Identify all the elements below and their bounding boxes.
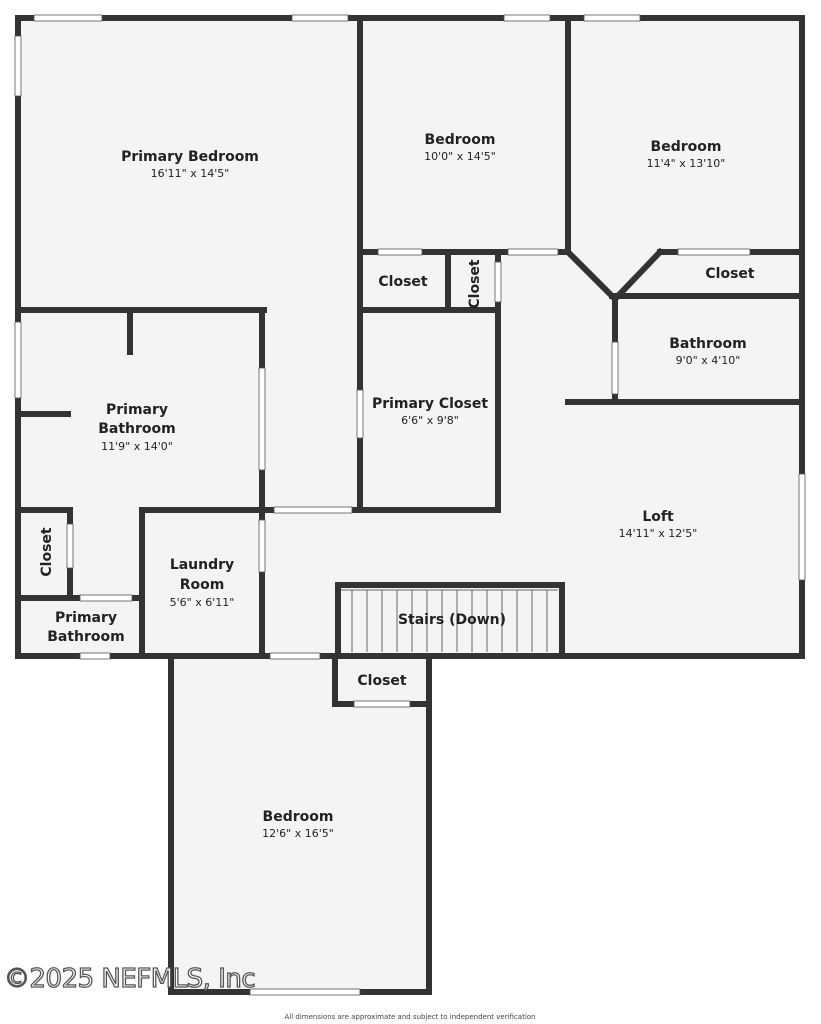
doorway: [507, 248, 559, 256]
doorway: [273, 506, 353, 514]
doorway: [494, 261, 502, 303]
doorway: [353, 700, 411, 708]
doorway: [377, 248, 423, 256]
window: [291, 14, 349, 22]
doorway: [79, 594, 133, 602]
room-dims-primary-closet: 6'6" x 9'8": [401, 414, 459, 427]
room-name-primary-bathroom-small-line1: Primary: [55, 610, 117, 626]
doorway: [356, 389, 364, 439]
watermark-text: ©2025 NEFMLS, Inc: [4, 964, 255, 994]
room-name-closet-left: Closet: [39, 527, 55, 577]
window: [583, 14, 641, 22]
room-name-primary-bathroom-line2: Bathroom: [98, 421, 176, 437]
room-name-stairs: Stairs (Down): [398, 612, 506, 628]
room-labels: Primary Bedroom 16'11" x 14'5" Bedroom 1…: [39, 132, 755, 840]
floor-area: [18, 18, 802, 992]
room-name-primary-closet: Primary Closet: [372, 396, 488, 412]
room-name-primary-bedroom: Primary Bedroom: [121, 149, 259, 165]
stairs-treads: [338, 589, 558, 652]
openings: [14, 14, 806, 996]
window: [249, 988, 361, 996]
room-name-closet-lower: Closet: [357, 673, 407, 689]
room-dims-bedroom-top-right: 11'4" x 13'10": [647, 157, 726, 170]
doorway: [258, 519, 266, 573]
room-dims-primary-bathroom: 11'9" x 14'0": [101, 440, 173, 453]
room-name-primary-bathroom-small-line2: Bathroom: [47, 629, 125, 645]
room-name-primary-bathroom-line1: Primary: [106, 402, 168, 418]
doorway: [677, 248, 751, 256]
window: [33, 14, 103, 22]
window: [798, 473, 806, 581]
doorway: [269, 652, 321, 660]
room-name-bedroom-top-right: Bedroom: [651, 139, 722, 155]
room-name-closet-right: Closet: [705, 266, 755, 282]
room-name-closet-vertical: Closet: [467, 259, 483, 309]
room-name-bedroom-bottom: Bedroom: [263, 809, 334, 825]
room-dims-loft: 14'11" x 12'5": [619, 527, 698, 540]
room-name-bedroom-top-middle: Bedroom: [425, 132, 496, 148]
room-name-loft: Loft: [642, 509, 674, 525]
room-dims-laundry: 5'6" x 6'11": [170, 596, 235, 609]
room-dims-bedroom-top-middle: 10'0" x 14'5": [424, 150, 496, 163]
room-name-laundry-line1: Laundry: [170, 557, 234, 573]
room-dims-primary-bedroom: 16'11" x 14'5": [151, 167, 230, 180]
room-dims-bedroom-bottom: 12'6" x 16'5": [262, 827, 334, 840]
room-name-laundry-line2: Room: [180, 577, 225, 593]
doorway: [66, 523, 74, 569]
window: [503, 14, 551, 22]
window: [79, 652, 111, 660]
room-name-closet-center: Closet: [378, 274, 428, 290]
room-dims-bathroom-right: 9'0" x 4'10": [676, 354, 741, 367]
window: [14, 321, 22, 399]
disclaimer-text: All dimensions are approximate and subje…: [285, 1013, 536, 1021]
doorway: [611, 341, 619, 395]
window: [14, 35, 22, 97]
room-name-bathroom-right: Bathroom: [669, 336, 747, 352]
doorway: [258, 367, 266, 471]
